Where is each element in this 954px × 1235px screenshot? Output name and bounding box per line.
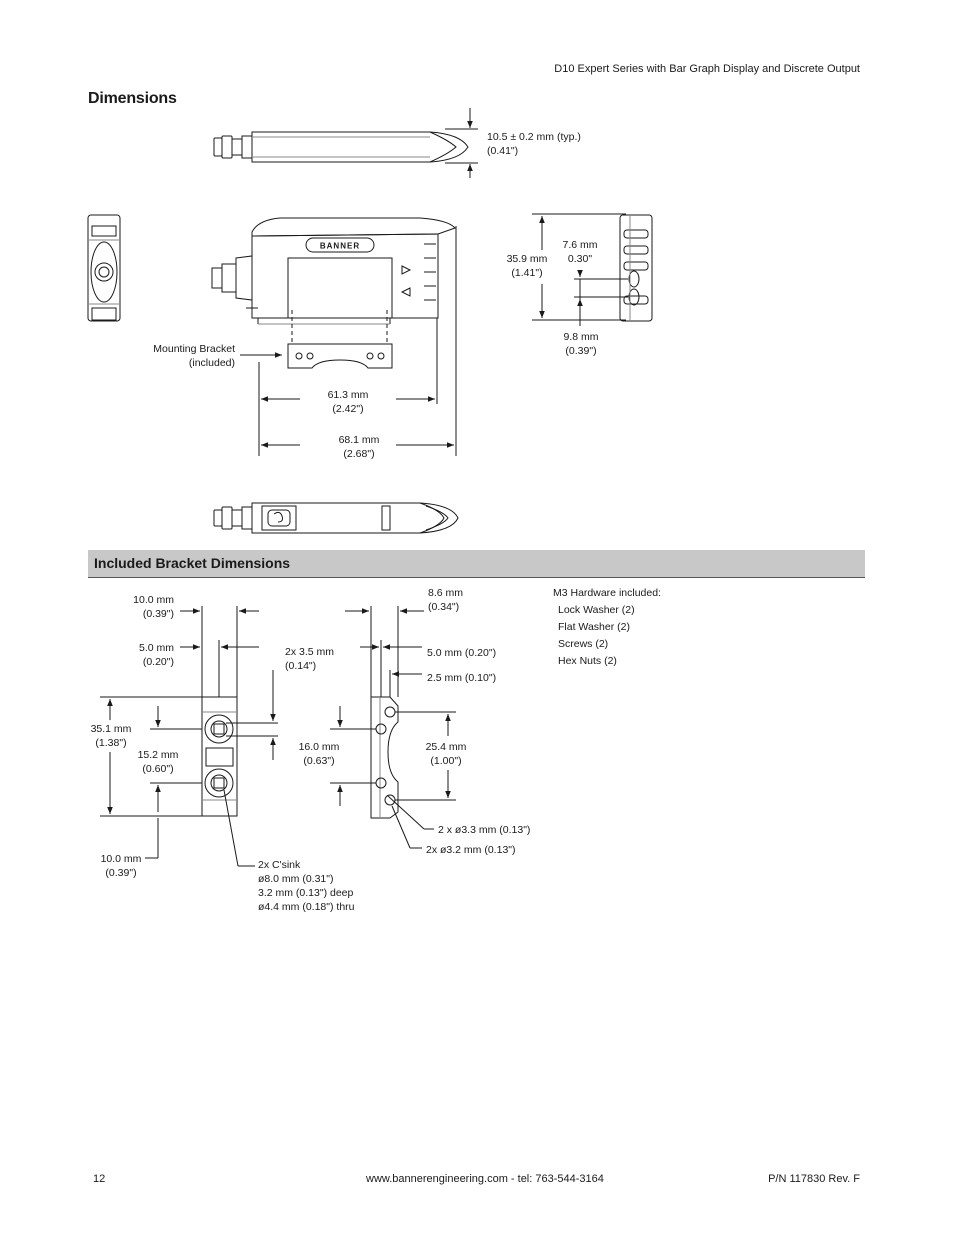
sensor-top-view <box>213 131 469 163</box>
dim-slot-label: 2x 3.5 mm(0.14") <box>285 646 335 672</box>
dim-length-label: 35.1 mm(1.38") <box>90 723 132 749</box>
footer-contact[interactable]: www.bannerengineering.com - tel: 763-544… <box>366 1173 604 1185</box>
sensor-front-view: BANNER <box>211 217 456 325</box>
dim-end-height-label: 35.9 mm(1.41") <box>506 253 548 279</box>
hardware-item: Screws (2) <box>558 638 609 650</box>
dim-side-25-label: 2.5 mm (0.10") <box>427 672 497 684</box>
dim-side-254-label: 25.4 mm(1.00") <box>425 741 467 767</box>
bracket-side-view <box>370 696 399 819</box>
hardware-list: M3 Hardware included: Lock Washer (2) Fl… <box>553 585 661 670</box>
mounting-bracket-drawing <box>287 343 393 369</box>
dim-half-width-label: 5.0 mm(0.20") <box>138 642 174 668</box>
hardware-item: Lock Washer (2) <box>558 604 635 616</box>
dim-overall-length-label: 68.1 mm(2.68") <box>338 434 380 460</box>
csink-label: 2x C'sink ø8.0 mm (0.31") 3.2 mm (0.13")… <box>258 859 355 913</box>
page-header: D10 Expert Series with Bar Graph Display… <box>554 63 860 75</box>
dim-end-offset-label: 10.0 mm(0.39") <box>100 853 142 879</box>
dim-side-5-label: 5.0 mm (0.20") <box>427 647 497 659</box>
hole-33-label: 2 x ø3.3 mm (0.13") <box>438 824 531 836</box>
hardware-item: Flat Washer (2) <box>558 621 630 633</box>
page-number: 12 <box>93 1173 106 1185</box>
dim-height-label: 10.5 ± 0.2 mm (typ.)(0.41") <box>487 131 581 157</box>
part-number: P/N 117830 Rev. F <box>768 1173 860 1185</box>
sensor-end-view-left <box>87 214 121 322</box>
dim-side-depth-label: 8.6 mm(0.34") <box>428 587 464 613</box>
bracket-front-view <box>201 696 238 817</box>
dim-bracket-width-label: 61.3 mm(2.42") <box>327 389 369 415</box>
dim-hole-pitch-label: 15.2 mm(0.60") <box>137 749 179 775</box>
dim-width-label: 10.0 mm(0.39") <box>133 594 174 620</box>
sensor-bottom-view <box>213 502 459 534</box>
dim-side-16-label: 16.0 mm(0.63") <box>298 741 340 767</box>
hardware-title: M3 Hardware included: <box>553 587 661 599</box>
hardware-item: Hex Nuts (2) <box>558 655 617 667</box>
dim-slot-offset-label: 9.8 mm(0.39") <box>563 331 599 357</box>
mounting-bracket-label: Mounting Bracket(included) <box>153 343 235 369</box>
section-title: Dimensions <box>88 90 177 107</box>
hole-32-label: 2x ø3.2 mm (0.13") <box>426 844 516 856</box>
bracket-section-header: Included Bracket Dimensions <box>88 550 865 578</box>
sensor-end-view-right <box>619 214 653 322</box>
sensor-logo-text: BANNER <box>320 242 360 251</box>
